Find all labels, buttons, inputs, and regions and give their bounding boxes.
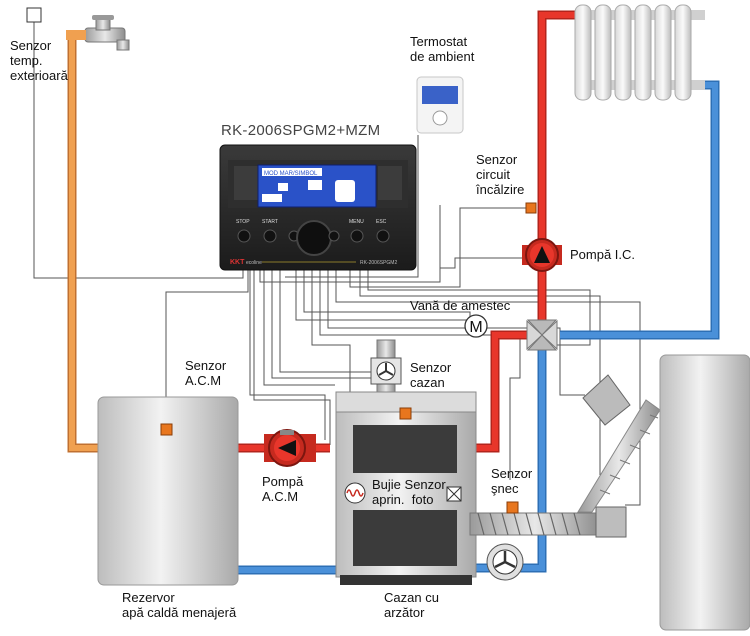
flue-fan-icon bbox=[370, 357, 402, 385]
water-tap-icon bbox=[66, 15, 130, 51]
start-button[interactable] bbox=[263, 229, 277, 243]
control-knob[interactable] bbox=[296, 220, 332, 256]
igniter-icon bbox=[344, 482, 366, 504]
mixing-valve-label: Vană de amestec bbox=[410, 298, 511, 313]
radiator-icon bbox=[574, 4, 705, 101]
dhw-tank bbox=[97, 396, 239, 586]
menu-button[interactable] bbox=[350, 229, 364, 243]
button-label-menu: MENU bbox=[349, 219, 364, 225]
photo-sensor-icon bbox=[446, 486, 462, 502]
button-label-stop: STOP bbox=[236, 219, 250, 225]
heating-sensor-icon bbox=[525, 202, 537, 214]
esc-button[interactable] bbox=[376, 229, 390, 243]
blower-fan-icon bbox=[486, 543, 524, 581]
right-button[interactable] bbox=[328, 230, 340, 242]
valve-motor-icon bbox=[464, 314, 488, 338]
outdoor-sensor-icon bbox=[26, 7, 42, 23]
inclined-auger bbox=[577, 374, 661, 513]
button-label-esc: ESC bbox=[376, 219, 387, 225]
controller-model-label: RK-2006SPGM2+MZM bbox=[221, 122, 381, 139]
auger-sensor-icon bbox=[506, 501, 519, 514]
auger-feeder bbox=[469, 506, 627, 538]
dhw-sensor-icon bbox=[160, 423, 173, 436]
controller-unit: MOD MAR/SIMBOL STOP START MENU ESC KKT e… bbox=[219, 144, 417, 271]
stop-button[interactable] bbox=[237, 229, 251, 243]
dhw-pump-icon bbox=[264, 429, 316, 467]
mixing-valve-icon bbox=[526, 319, 558, 351]
heating-pump-label: Pompă I.C. bbox=[570, 247, 636, 262]
room-thermostat-icon bbox=[416, 76, 464, 134]
button-label-start: START bbox=[262, 219, 278, 225]
valve-motor-symbol: M bbox=[469, 319, 482, 336]
boiler-sensor-icon bbox=[399, 407, 412, 420]
controller-badge: RK-2006SPGM2 bbox=[360, 260, 397, 266]
heating-pump-icon bbox=[522, 238, 562, 272]
controller-brand-sub: ecoline bbox=[246, 260, 262, 266]
pellet-silo bbox=[659, 354, 750, 631]
controller-brand: KKT bbox=[230, 259, 245, 266]
display-text: MOD MAR/SIMBOL bbox=[264, 171, 318, 177]
